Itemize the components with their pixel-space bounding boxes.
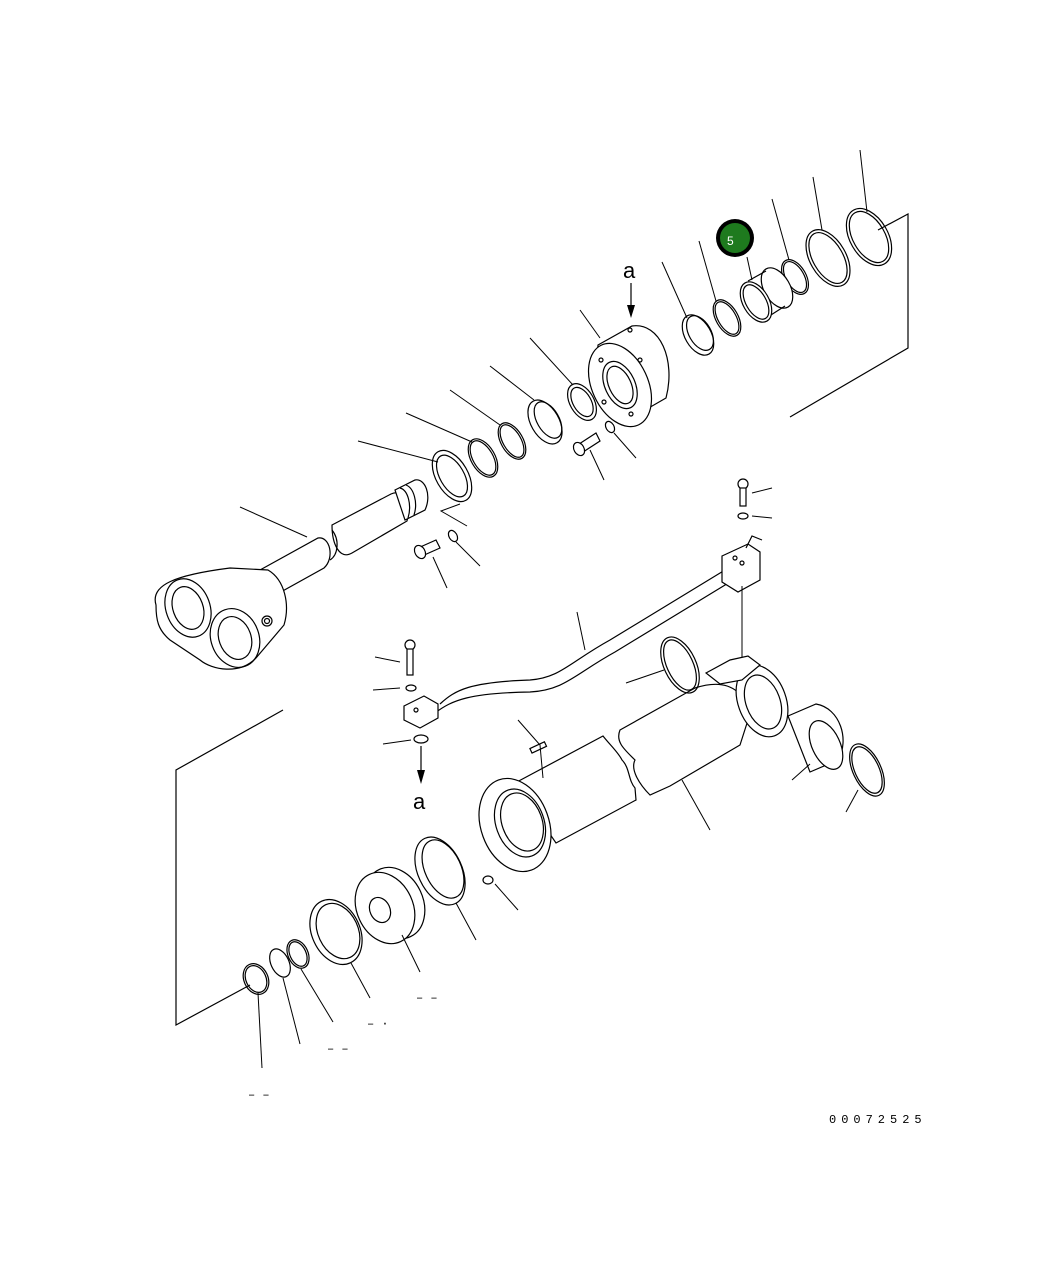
wear-ring-piston [414,836,477,941]
svg-text:a: a [413,789,426,814]
seal-ring-medium [805,176,851,287]
piston-retainer-ring: – – [242,963,270,1102]
piston-o-ring: – – [286,939,349,1056]
dust-seal [661,261,715,356]
cylinder-tube [478,655,789,873]
flange-washer-upper [737,512,773,520]
grease-fitting [482,875,519,911]
reference-arrow-a-bottom: a [413,746,426,814]
dust-cover-plate [357,440,473,527]
assembly-bracket-bottom [175,709,284,1027]
flange-washer-lower [372,684,417,692]
wiper-ring [698,240,742,337]
buffer-seal [529,337,598,421]
pipe-flange-lower [403,695,439,729]
part-number-badge-5[interactable]: 5 [716,219,754,257]
svg-text:5: 5 [727,234,734,248]
svg-text:– ·: – · [367,1017,389,1031]
reference-arrow-a-top: a [623,258,636,318]
piston-backup-ring [269,948,301,1045]
piston-rod [154,479,429,670]
drawing-number: 00072525 [829,1113,927,1127]
head-washer [604,420,637,459]
hydraulic-tube [434,569,731,714]
rod-packing [489,365,563,445]
flange-bolt-upper [737,478,773,507]
pin-bushing [787,703,844,781]
bushing-snap-ring [845,743,885,813]
svg-text:a: a [623,258,636,283]
rod-washer [447,529,481,567]
flange-bolt-lower [374,639,416,676]
seal-ring-large [845,149,893,267]
o-ring-upper [405,412,499,478]
svg-text:– –: – – [248,1088,270,1102]
svg-text:– –: – – [416,991,438,1005]
tube-seal-ring [625,636,700,694]
pipe-flange-upper [721,535,763,593]
piston: – – [354,866,438,1005]
head-bolt [572,432,605,481]
flange-o-ring [382,734,429,745]
cylinder-head [579,309,670,428]
piston-seal: – · [309,898,389,1031]
backup-ring [449,389,527,460]
bushing-part-5 [739,256,794,323]
rod-bolt [413,539,448,589]
svg-text:– –: – – [327,1042,349,1056]
assembly-bracket-top [789,213,909,418]
